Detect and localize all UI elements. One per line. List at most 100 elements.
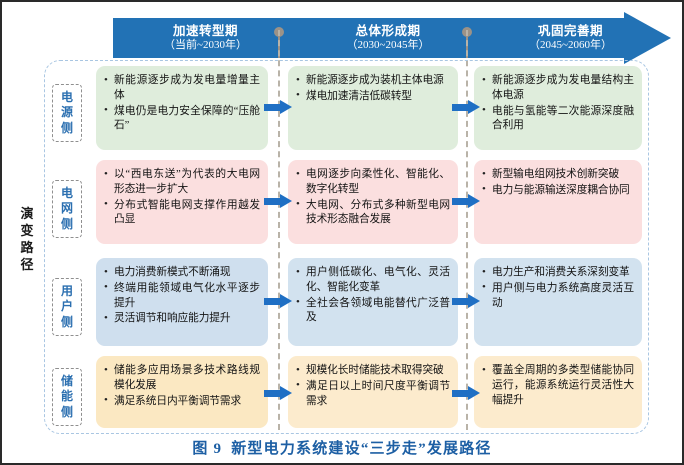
arrow-storage-2-to-3-icon (452, 386, 480, 400)
bullet-item: 电能与氢能等二次能源深度融合利用 (481, 103, 634, 134)
bullet-item: 用户侧低碳化、电气化、灵活化、智能化变革 (295, 265, 450, 295)
row-label-char: 侧 (60, 120, 73, 135)
arrow-shaft (264, 104, 281, 111)
divider-dash-line (466, 30, 468, 430)
bullet-item: 分布式智能电网支撑作用越发凸显 (103, 197, 260, 228)
row-label-char: 户 (60, 299, 73, 314)
matrix-outer-frame (44, 60, 649, 434)
figure-number: 图 9 (192, 441, 223, 457)
arrow-power-2-to-3-icon (452, 100, 480, 114)
cell-storage-phase1: 储能多应用场景多技术路线规模化发展 满足系统日内平衡调节需求 (96, 356, 268, 428)
phase-label-1: 总体形成期 （2030~2045年） (298, 18, 478, 58)
bullet-item: 规模化长时储能技术取得突破 (295, 363, 450, 378)
evolution-char-2: 路 (20, 240, 34, 256)
page-rule-top (0, 0, 684, 2)
phase-title-0: 加速转型期 (172, 24, 238, 39)
arrow-head (468, 386, 480, 400)
cell-power-phase3: 新能源逐步成为发电量结构主体电源 电能与氢能等二次能源深度融合利用 (474, 66, 642, 150)
arrow-grid-1-to-2-icon (264, 194, 292, 208)
evolution-path-label: 演 变 路 径 (14, 205, 40, 274)
bullet-item: 用户侧与电力系统高度灵活互动 (481, 280, 634, 311)
bullet-item: 煤电加速清洁低碳转型 (295, 88, 450, 104)
bullet-item: 电网逐步向柔性化、智能化、数字化转型 (295, 167, 450, 197)
evolution-char-0: 演 (20, 206, 34, 221)
cell-storage-phase2: 规模化长时储能技术取得突破 满足日以上时间尺度平衡调节需求 (288, 356, 458, 428)
row-label-char: 电 (60, 89, 73, 104)
phase-range-2: （2045~2060年） (529, 38, 612, 51)
arrow-head (468, 194, 480, 208)
bullet-item: 大电网、分布式多种新型电网技术形态融合发展 (295, 197, 450, 228)
figure-caption-text: 新型电力系统建设“三步走”发展路径 (231, 441, 492, 457)
cell-grid-phase2: 电网逐步向柔性化、智能化、数字化转型 大电网、分布式多种新型电网技术形态融合发展 (288, 160, 458, 244)
arrow-shaft (452, 390, 469, 397)
row-label-char: 能 (60, 389, 73, 404)
page-rule-bottom (0, 463, 684, 465)
evolution-char-3: 径 (20, 257, 34, 273)
arrow-head (280, 386, 292, 400)
cell-grid-phase3: 新型输电组网技术创新突破 电力与能源输送深度耦合协同 (474, 160, 642, 244)
page-rule-right (682, 0, 684, 465)
row-label-char: 用 (60, 283, 73, 298)
divider-dash-line (278, 30, 280, 430)
phase-range-0: （当前~2030年） (164, 38, 247, 51)
bullet-item: 覆盖全周期的多类型储能协同运行，能源系统运行灵活性大幅提升 (481, 362, 634, 407)
cell-user-phase2: 用户侧低碳化、电气化、灵活化、智能化变革 全社会各领域电能替代广泛普及 (288, 258, 458, 346)
row-label-char: 侧 (60, 314, 73, 329)
evolution-char-1: 变 (20, 223, 34, 239)
bullet-item: 新能源逐步成为发电量结构主体电源 (481, 73, 634, 103)
figure-caption: 图 9 新型电力系统建设“三步走”发展路径 (0, 437, 684, 458)
cell-user-phase3: 电力生产和消费关系深刻变革 用户侧与电力系统高度灵活互动 (474, 258, 642, 346)
cell-power-phase1: 新能源逐步成为发电量增量主体 煤电仍是电力安全保障的“压舱石” (96, 66, 268, 150)
phase-range-1: （2030~2045年） (346, 38, 430, 51)
phase-divider-2 (462, 27, 472, 430)
phase-label-2: 巩固完善期 （2045~2060年） (478, 18, 663, 58)
row-label-char: 源 (60, 105, 73, 120)
phase-title-1: 总体形成期 (355, 24, 421, 39)
arrow-body (113, 18, 628, 58)
arrow-head (468, 294, 480, 308)
arrow-shaft (452, 104, 469, 111)
arrow-shaft (264, 298, 281, 305)
row-label-char: 电 (60, 185, 73, 200)
bullet-item: 煤电仍是电力安全保障的“压舱石” (103, 103, 260, 134)
row-label-power-side: 电 源 侧 (52, 84, 82, 142)
arrow-head-icon (624, 12, 671, 64)
phase-divider-1 (274, 27, 284, 430)
bullet-item: 电力生产和消费关系深刻变革 (481, 265, 634, 280)
arrow-head (280, 294, 292, 308)
row-label-char: 侧 (60, 404, 73, 419)
bullet-item: 以“西电东送”为代表的大电网形态进一步扩大 (103, 167, 260, 197)
row-label-user-side: 用 户 侧 (52, 278, 82, 336)
phase-timeline-arrow: 加速转型期 （当前~2030年） 总体形成期 （2030~2045年） 巩固完善… (113, 12, 671, 64)
arrow-power-1-to-2-icon (264, 100, 292, 114)
bullet-item: 电力消费新模式不断涌现 (103, 265, 260, 280)
arrow-shaft (452, 298, 469, 305)
bullet-item: 新型输电组网技术创新突破 (481, 167, 634, 182)
arrow-user-2-to-3-icon (452, 294, 480, 308)
bullet-item: 满足日以上时间尺度平衡调节需求 (295, 378, 450, 409)
row-label-storage-side: 储 能 侧 (52, 368, 82, 426)
cell-user-phase1: 电力消费新模式不断涌现 终端用能领域电气化水平逐步提升 灵活调节和响应能力提升 (96, 258, 268, 346)
page-rule-left (0, 0, 2, 465)
arrow-shaft (452, 198, 469, 205)
cell-grid-phase1: 以“西电东送”为代表的大电网形态进一步扩大 分布式智能电网支撑作用越发凸显 (96, 160, 268, 244)
arrow-shaft (264, 390, 281, 397)
arrow-head (280, 194, 292, 208)
arrow-grid-2-to-3-icon (452, 194, 480, 208)
bullet-item: 电力与能源输送深度耦合协同 (481, 182, 634, 198)
bullet-item: 灵活调节和响应能力提升 (103, 311, 260, 326)
bullet-item: 满足系统日内平衡调节需求 (103, 393, 260, 409)
arrow-head (280, 100, 292, 114)
cell-storage-phase3: 覆盖全周期的多类型储能协同运行，能源系统运行灵活性大幅提升 (474, 356, 642, 428)
arrow-storage-1-to-2-icon (264, 386, 292, 400)
row-label-char: 侧 (60, 216, 73, 231)
phase-title-2: 巩固完善期 (537, 24, 603, 39)
arrow-shaft (264, 198, 281, 205)
row-label-char: 储 (60, 373, 73, 388)
row-label-grid-side: 电 网 侧 (52, 180, 82, 238)
cell-power-phase2: 新能源逐步成为装机主体电源 煤电加速清洁低碳转型 (288, 66, 458, 150)
bullet-item: 终端用能领域电气化水平逐步提升 (103, 280, 260, 311)
bullet-item: 新能源逐步成为装机主体电源 (295, 73, 450, 88)
bullet-item: 全社会各领域电能替代广泛普及 (295, 295, 450, 326)
